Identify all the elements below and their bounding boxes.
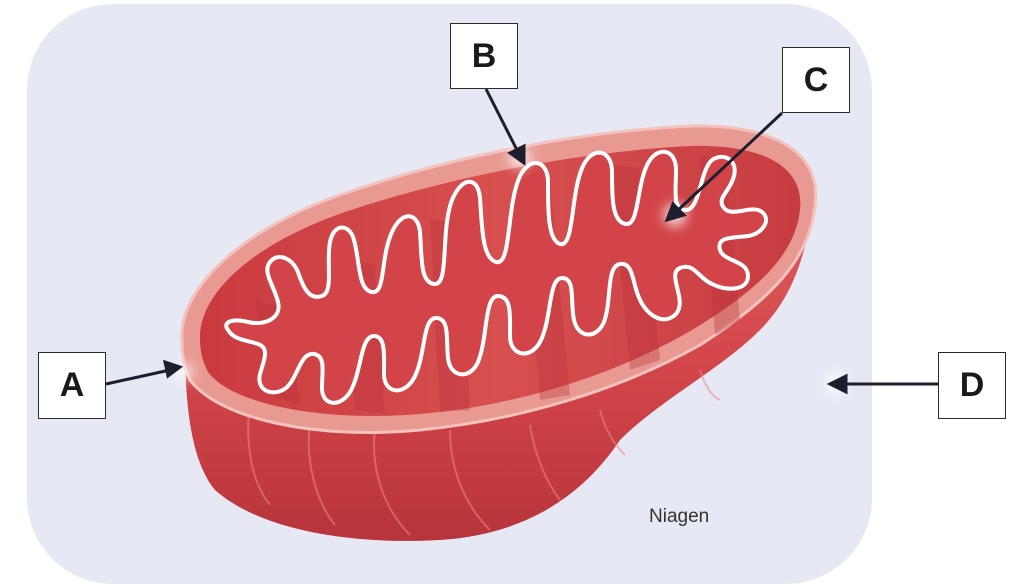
arrow-b <box>484 88 520 153</box>
label-b: B <box>450 23 518 89</box>
label-c: C <box>782 47 850 113</box>
label-a: A <box>38 352 106 419</box>
arrow-a <box>105 368 171 386</box>
label-d: D <box>938 352 1006 419</box>
inner-membrane-cristae <box>224 149 768 405</box>
arrow-c <box>674 111 784 214</box>
source-credit: Niagen <box>649 506 710 527</box>
pointer-arrows <box>105 88 938 395</box>
